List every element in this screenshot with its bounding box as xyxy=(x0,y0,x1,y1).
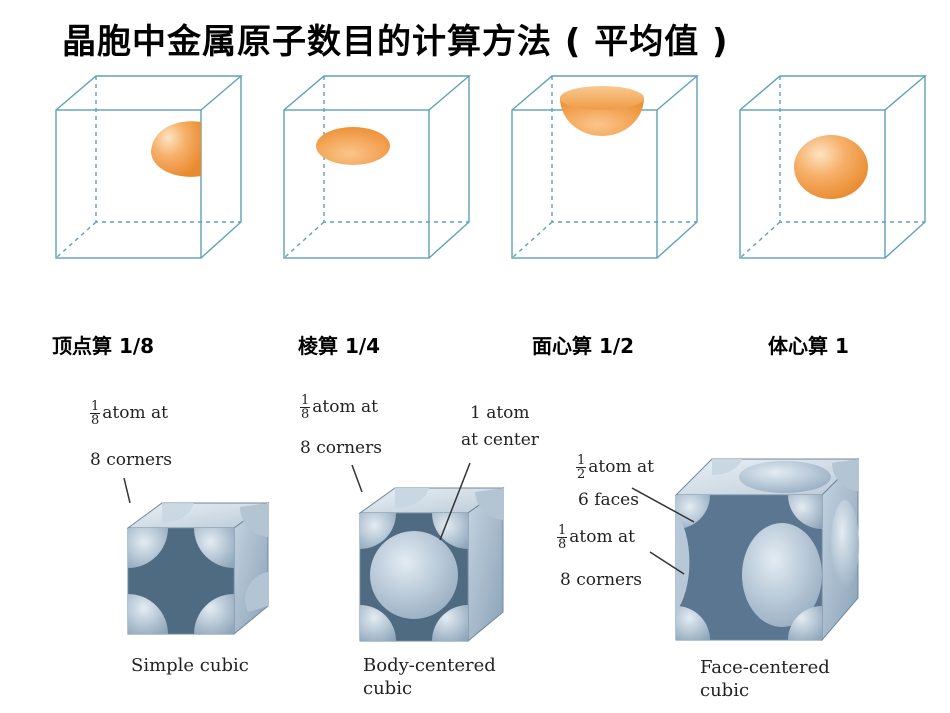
bcc-model xyxy=(351,462,505,643)
corner-atom-fragment xyxy=(151,121,201,177)
caption-edge: 棱算 1/4 xyxy=(298,334,381,358)
simple-cubic-name: Simple cubic xyxy=(131,655,249,676)
simple-cubic-model xyxy=(123,477,270,636)
bcc-corner-label-line2: 8 corners xyxy=(300,438,382,458)
corner-cube xyxy=(55,75,243,259)
page-title: 晶胞中金属原子数目的计算方法 ( 平均值 ) xyxy=(62,22,729,62)
bcc-center-label-line2: at center xyxy=(461,430,539,450)
fcc-corner-label-line2: 8 corners xyxy=(560,570,642,590)
caption-corner: 顶点算 1/8 xyxy=(52,334,155,358)
simple-corner-label-line2: 8 corners xyxy=(90,450,172,470)
edge-atom-fragment xyxy=(316,127,390,165)
edge-cube xyxy=(283,75,471,259)
caption-face: 面心算 1/2 xyxy=(532,334,635,358)
caption-body: 体心算 1 xyxy=(768,334,849,358)
body-atom-sphere xyxy=(794,135,868,199)
fcc-model xyxy=(631,457,860,642)
body-cube xyxy=(739,75,927,259)
fcc-face-label-line2: 6 faces xyxy=(578,490,639,510)
face-cube xyxy=(511,75,699,259)
bcc-center-label-line1: 1 atom xyxy=(470,403,530,423)
